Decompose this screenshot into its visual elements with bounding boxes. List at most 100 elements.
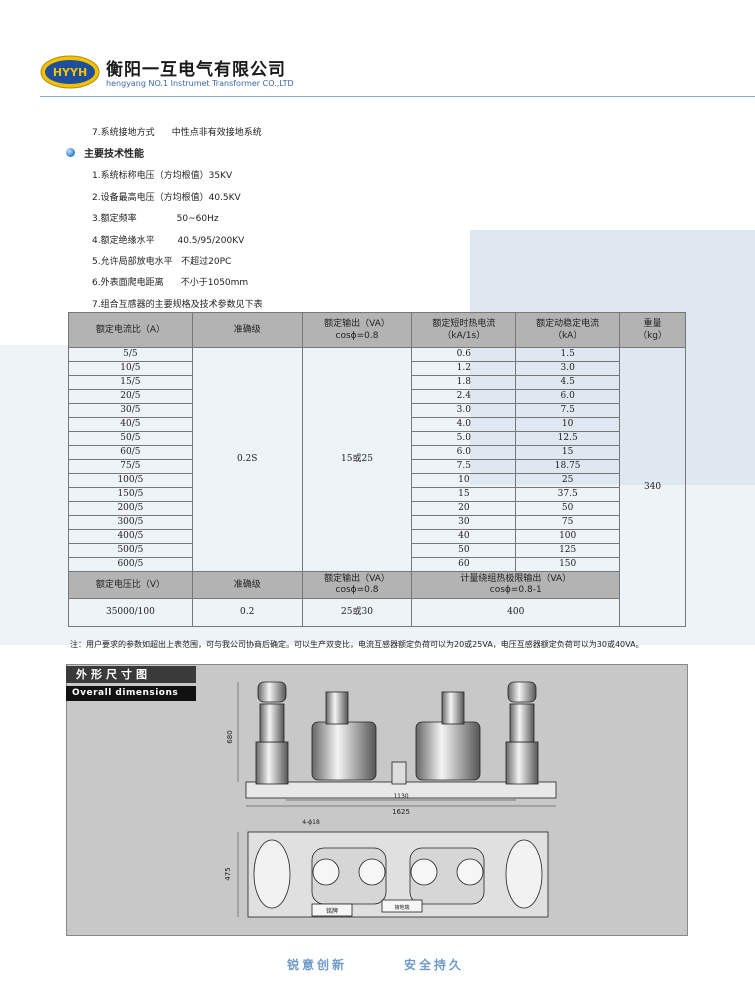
- cell-thermal: 50: [411, 543, 517, 558]
- grounding-spec: 7.系统接地方式 中性点非有效接地系统: [92, 128, 262, 138]
- spec-item: 3.额定频率 50~60Hz: [92, 214, 219, 224]
- cell-dynamic: 10: [515, 417, 621, 432]
- cell-thermal: 4.0: [411, 417, 517, 432]
- cell-dynamic: 12.5: [515, 431, 621, 446]
- header-vt-accuracy: 准确级: [191, 571, 303, 599]
- cell-thermal: 15: [411, 487, 517, 502]
- cell-ratio: 50/5: [68, 431, 193, 446]
- cell-ratio: 15/5: [68, 375, 193, 390]
- dim-holes-label: 4-ϕ18: [302, 819, 320, 826]
- cell-dynamic: 3.0: [515, 361, 621, 376]
- cell-vt-accuracy: 0.2: [191, 598, 303, 627]
- cell-dynamic: 25: [515, 473, 621, 488]
- nameplate-label: 铭牌: [326, 907, 338, 915]
- cell-ratio: 600/5: [68, 557, 193, 572]
- table-header-row: 额定电流比（A） 准确级 额定输出（VA）cosϕ=0.8 额定短时热电流（kA…: [68, 312, 686, 348]
- cell-thermal: 30: [411, 515, 517, 530]
- logo-text: HYYH: [53, 66, 87, 79]
- cell-ratio: 75/5: [68, 459, 193, 474]
- header-vt-output: 额定输出（VA）cosϕ=0.8: [301, 571, 413, 599]
- header-accuracy: 准确级: [191, 312, 303, 348]
- cell-thermal: 5.0: [411, 431, 517, 446]
- spec-item: 7.组合互感器的主要规格及技术参数见下表: [92, 300, 263, 310]
- diagram-title-cn: 外形尺寸图: [66, 666, 196, 683]
- cell-ratio: 300/5: [68, 515, 193, 530]
- cell-ratio: 5/5: [68, 347, 193, 362]
- header-output: 额定输出（VA）cosϕ=0.8: [301, 312, 413, 348]
- label-box: 接地端: [394, 904, 409, 911]
- cell-ratio: 30/5: [68, 403, 193, 418]
- cell-thermal-limit: 400: [411, 598, 621, 627]
- cell-thermal: 1.8: [411, 375, 517, 390]
- header-divider: [40, 96, 755, 97]
- cell-thermal: 2.4: [411, 389, 517, 404]
- slogan-left: 锐意创新: [287, 958, 348, 972]
- dim-depth-label: 475: [224, 867, 232, 880]
- spec-table: 额定电流比（A） 准确级 额定输出（VA）cosϕ=0.8 额定短时热电流（kA…: [68, 312, 686, 627]
- cell-vt-ratio: 35000/100: [68, 598, 193, 627]
- cell-thermal: 60: [411, 557, 517, 572]
- header-thermal-current: 额定短时热电流（kA/1s）: [411, 312, 517, 348]
- cell-thermal: 1.2: [411, 361, 517, 376]
- cell-dynamic: 37.5: [515, 487, 621, 502]
- header-voltage-ratio: 额定电压比（V）: [68, 571, 193, 599]
- cell-thermal: 7.5: [411, 459, 517, 474]
- cell-thermal: 40: [411, 529, 517, 544]
- header-thermal-limit: 计量绕组热极限输出（VA）cosϕ=0.8-1: [411, 571, 621, 599]
- header-dynamic-current: 额定动稳定电流（kA）: [515, 312, 621, 348]
- cell-dynamic: 100: [515, 529, 621, 544]
- cell-ratio: 200/5: [68, 501, 193, 516]
- bullet-icon: [66, 148, 75, 157]
- front-view: [245, 681, 557, 799]
- diagram-title-en: Overall dimensions: [66, 686, 196, 701]
- cell-dynamic: 50: [515, 501, 621, 516]
- dim-inner-label: 1130: [393, 793, 408, 800]
- slogan-right: 安全持久: [404, 958, 465, 972]
- cell-ratio: 60/5: [68, 445, 193, 460]
- table-note: 注：用户要求的参数如超出上表范围，可与我公司协商后确定。可以生产双变比，电流互感…: [70, 640, 644, 649]
- cell-dynamic: 1.5: [515, 347, 621, 362]
- cell-dynamic: 150: [515, 557, 621, 572]
- cell-thermal: 6.0: [411, 445, 517, 460]
- cell-ratio: 100/5: [68, 473, 193, 488]
- dimension-drawing: 680 1130 1625 铭牌 接地端 4-ϕ18 475: [224, 681, 557, 918]
- cell-thermal: 3.0: [411, 403, 517, 418]
- cell-dynamic: 4.5: [515, 375, 621, 390]
- spec-item: 6.外表面爬电距离 不小于1050mm: [92, 278, 249, 288]
- spec-item: 1.系统标称电压（方均根值）35KV: [92, 171, 233, 181]
- cell-vt-output: 25或30: [301, 598, 413, 627]
- cell-ratio: 10/5: [68, 361, 193, 376]
- company-name-cn: 衡阳一互电气有限公司: [106, 60, 286, 80]
- spec-item: 5.允许局部放电水平 不超过20PC: [92, 257, 232, 267]
- cell-thermal: 0.6: [411, 347, 517, 362]
- header-current-ratio: 额定电流比（A）: [68, 312, 193, 348]
- cell-ratio: 500/5: [68, 543, 193, 558]
- top-view: [247, 831, 549, 918]
- dim-height-label: 680: [226, 730, 234, 743]
- cell-thermal: 10: [411, 473, 517, 488]
- cell-thermal: 20: [411, 501, 517, 516]
- section-title: 主要技术性能: [84, 149, 144, 160]
- cell-ratio: 20/5: [68, 389, 193, 404]
- spec-item: 4.额定绝缘水平 40.5/95/200KV: [92, 236, 245, 246]
- cell-ratio: 150/5: [68, 487, 193, 502]
- spec-item: 2.设备最高电压（方均根值）40.5KV: [92, 193, 241, 203]
- dim-total-label: 1625: [392, 808, 410, 816]
- cell-dynamic: 125: [515, 543, 621, 558]
- cell-ratio: 40/5: [68, 417, 193, 432]
- cell-weight: 340: [619, 347, 686, 627]
- cell-dynamic: 18.75: [515, 459, 621, 474]
- cell-dynamic: 15: [515, 445, 621, 460]
- cell-ct-accuracy: 0.2S: [191, 347, 303, 572]
